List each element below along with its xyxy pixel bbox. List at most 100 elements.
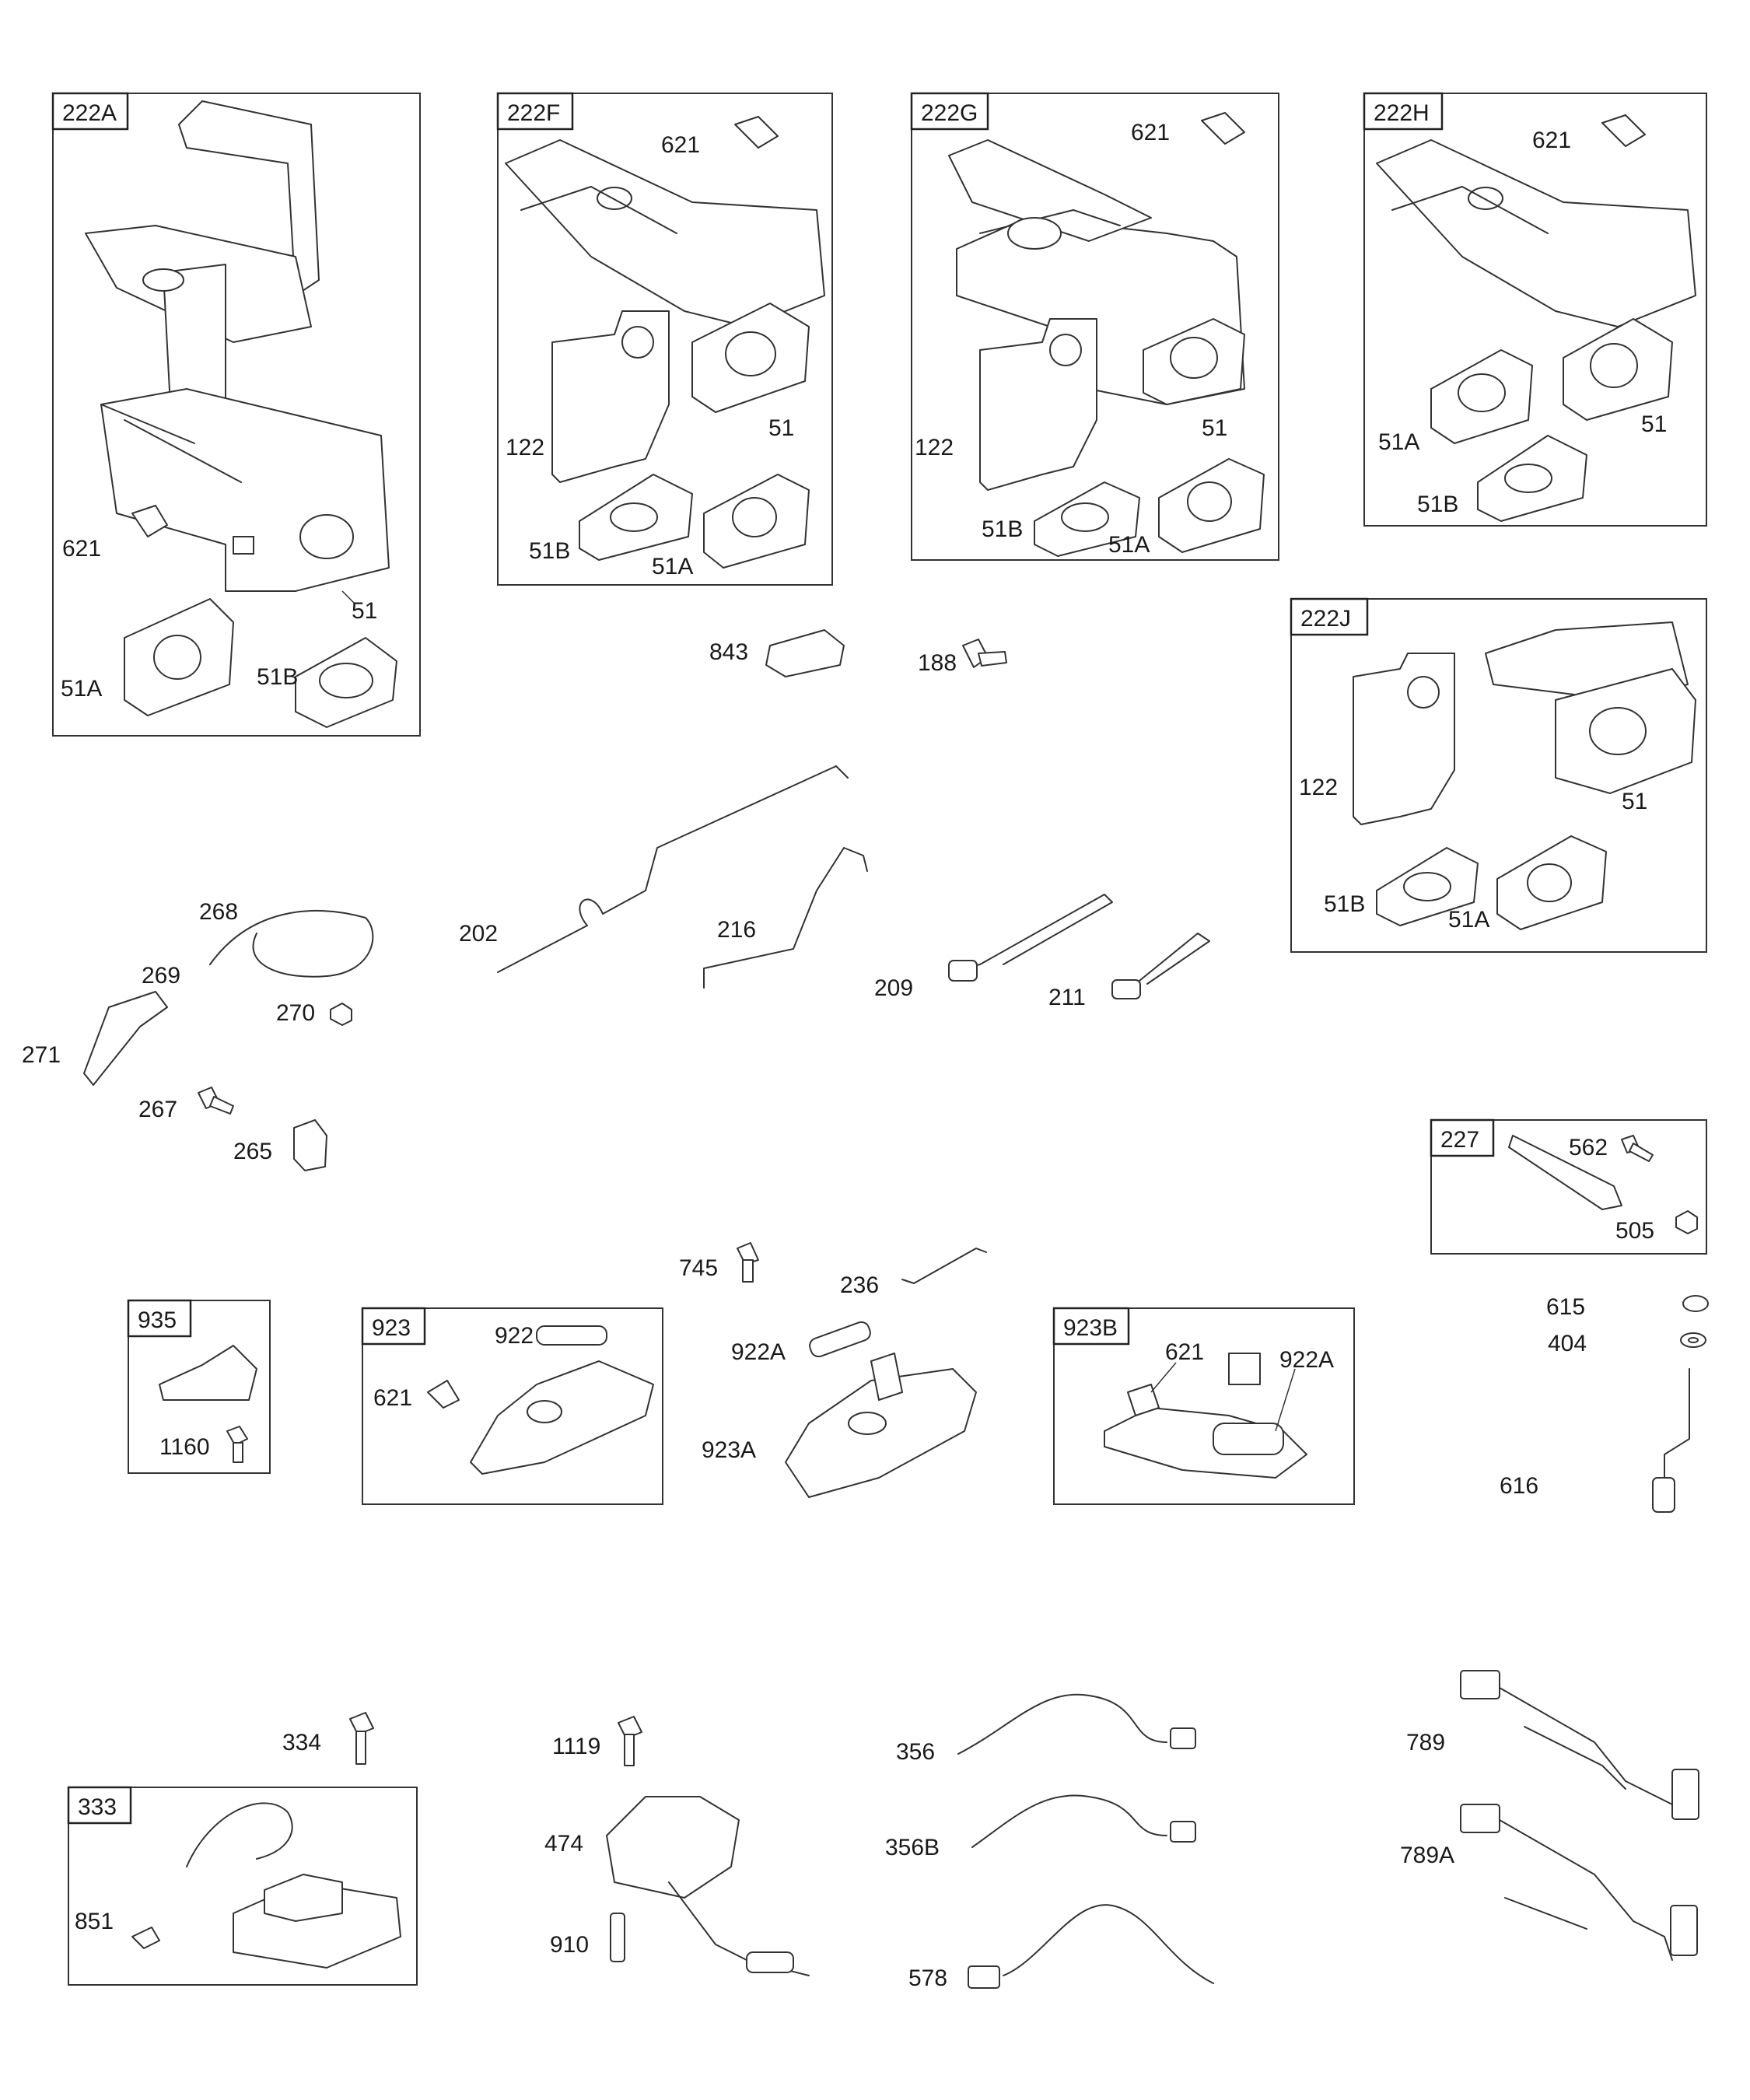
label-222J-51: 51: [1622, 789, 1647, 814]
label-222G-621: 621: [1131, 120, 1170, 145]
label-222F-51A: 51A: [652, 554, 693, 579]
control-bracket-part: [85, 100, 390, 592]
nut-270-part: 270: [276, 1000, 352, 1026]
gasket-51A-part: [703, 474, 810, 569]
group-tag-923: 923: [372, 1315, 411, 1341]
label-227-562: 562: [1569, 1135, 1608, 1160]
bracket-923A-part: 923A: [702, 1353, 977, 1498]
label-923A: 923A: [702, 1437, 756, 1463]
group-tag-222A: 222A: [62, 100, 117, 126]
part-188: 188: [918, 639, 1007, 676]
module-474-part: 474: [544, 1796, 810, 1976]
label-923B-922A: 922A: [1279, 1347, 1334, 1373]
label-222A-51B: 51B: [257, 664, 298, 690]
label-222A-51: 51: [352, 598, 377, 624]
label-222A-621: 621: [62, 536, 101, 562]
group-222A: 222A 621 51 51A 51B: [51, 92, 421, 737]
label-745: 745: [679, 1255, 718, 1281]
gasket-51-part: [1143, 318, 1245, 405]
group-tag-222J: 222J: [1300, 606, 1351, 632]
harness-789-part: 789: [1406, 1670, 1699, 1820]
group-222J: 222J 122 51 51B 51A: [1290, 597, 1707, 953]
label-356: 356: [896, 1739, 935, 1765]
spring-209-part: 209: [874, 894, 1113, 1001]
label-268: 268: [199, 899, 238, 925]
wire-356B-part: 356B: [885, 1794, 1196, 1860]
label-222H-51A: 51A: [1378, 429, 1419, 455]
nut-615-part: 615: [1546, 1294, 1709, 1320]
gasket-51B-part: [1376, 847, 1479, 926]
group-923: 923 922 621: [361, 1307, 663, 1505]
label-222A-51A: 51A: [61, 676, 102, 702]
harness-789A-part: 789A: [1400, 1804, 1698, 1961]
part-843: 843: [709, 629, 845, 677]
label-615: 615: [1546, 1294, 1585, 1320]
label-222F-621: 621: [661, 132, 700, 158]
shaft-616-part: 616: [1500, 1368, 1690, 1513]
control-bracket-part: [1376, 139, 1696, 327]
group-222H: 222H 621 51A 51 51B: [1363, 92, 1707, 527]
wire-578-part: 578: [908, 1904, 1214, 1991]
gasket-51B-part: [295, 637, 397, 728]
washer-404-part: 404: [1548, 1331, 1706, 1356]
label-222G-51B: 51B: [982, 516, 1023, 542]
label-267: 267: [138, 1097, 177, 1122]
label-222J-51A: 51A: [1448, 907, 1489, 933]
label-222H-51B: 51B: [1417, 492, 1458, 517]
group-tag-935: 935: [138, 1307, 177, 1333]
label-474: 474: [544, 1831, 583, 1857]
gasket-51B-part: [1477, 435, 1587, 522]
plate-122-part: [1353, 653, 1455, 825]
label-271: 271: [22, 1042, 61, 1068]
label-222H-51: 51: [1641, 411, 1667, 437]
screw-267-part: 267: [138, 1087, 234, 1122]
clip-621-part: [1201, 112, 1245, 145]
gasket-51A-part: [124, 598, 234, 716]
group-tag-222G: 222G: [921, 100, 978, 126]
lever-271-part: 271: [22, 991, 168, 1086]
group-tag-923B: 923B: [1063, 1315, 1118, 1341]
label-222J-122: 122: [1299, 775, 1338, 800]
gasket-51-part: [1563, 318, 1673, 421]
label-222H-621: 621: [1532, 128, 1571, 153]
group-222F: 222F 621 122 51 51B 51A: [496, 92, 833, 586]
gasket-51A-part: [1430, 349, 1533, 444]
group-222G: 222G 621 122 51 51B 51A: [910, 92, 1279, 561]
label-222G-51A: 51A: [1108, 532, 1150, 558]
label-216: 216: [717, 917, 756, 943]
label-270: 270: [276, 1000, 315, 1026]
group-tag-227: 227: [1440, 1127, 1479, 1153]
link-236-part: 236: [840, 1248, 987, 1298]
label-236: 236: [840, 1272, 879, 1298]
gasket-51-part: [691, 303, 810, 413]
link-202-part: 202: [459, 765, 849, 973]
clip-621-part: [734, 116, 779, 149]
wire-356-part: 356: [896, 1693, 1196, 1765]
standoff-910-part: 910: [550, 1913, 625, 1962]
label-211: 211: [1048, 985, 1086, 1010]
label-222F-51: 51: [768, 415, 794, 441]
label-222G-51: 51: [1202, 415, 1227, 441]
label-222J-51B: 51B: [1324, 891, 1365, 917]
label-922A: 922A: [731, 1339, 786, 1365]
spring-211-part: 211: [1048, 933, 1210, 1010]
group-tag-222F: 222F: [507, 100, 560, 126]
group-923B: 923B 621 922A: [1052, 1307, 1355, 1505]
label-578: 578: [908, 1965, 947, 1991]
clamp-265-part: 265: [233, 1119, 327, 1171]
label-202: 202: [459, 921, 498, 947]
screw-334-part: 334: [282, 1712, 374, 1765]
label-616: 616: [1500, 1473, 1538, 1499]
label-209: 209: [874, 975, 913, 1001]
label-188: 188: [918, 650, 957, 676]
label-910: 910: [550, 1932, 589, 1958]
clip-621-part: [1601, 114, 1646, 147]
spring-922A-part: 922A: [731, 1321, 871, 1365]
plate-122-part: [979, 318, 1097, 491]
gasket-51A-part: [1158, 458, 1265, 553]
label-923B-621: 621: [1165, 1339, 1204, 1365]
cable-268-part: 268: [199, 899, 374, 978]
label-227-505: 505: [1615, 1218, 1654, 1244]
label-356B: 356B: [885, 1835, 940, 1860]
